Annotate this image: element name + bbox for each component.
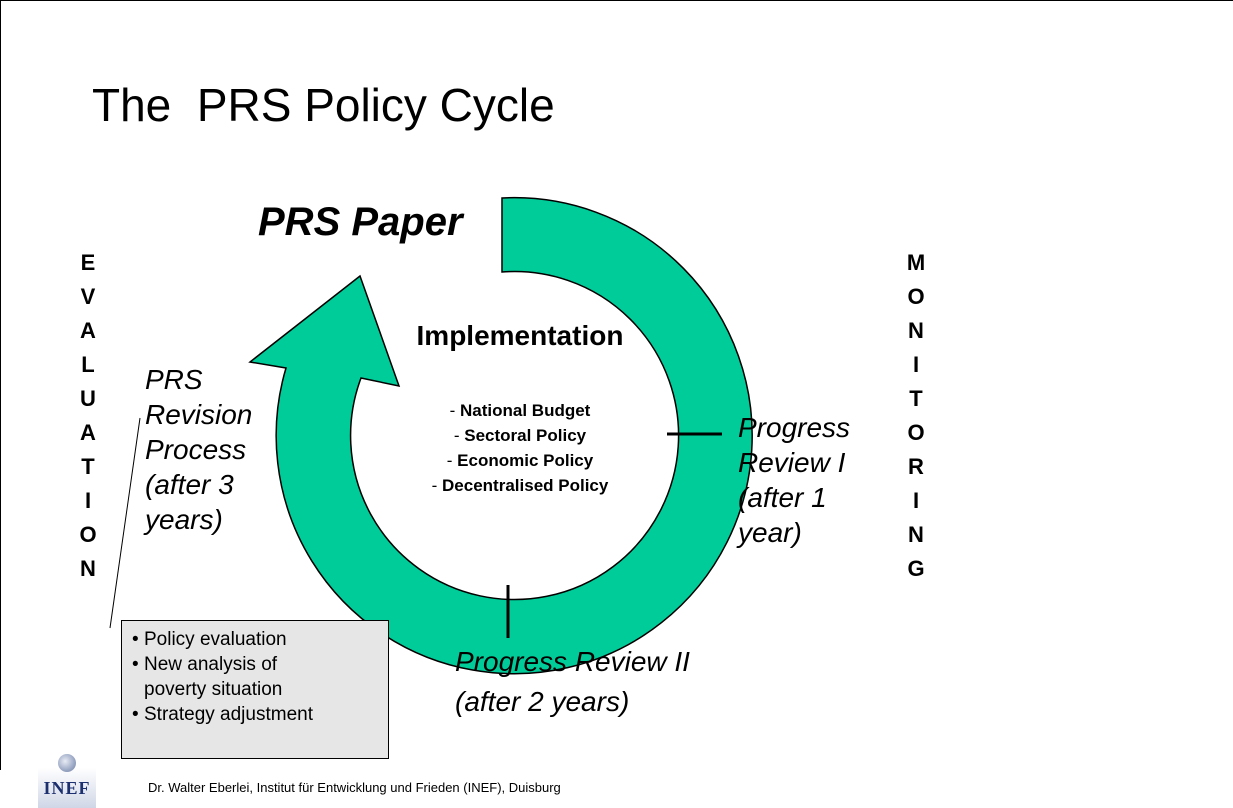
- callout-item: • Policy evaluation: [132, 627, 380, 652]
- bullet: •: [132, 629, 139, 650]
- letter: R: [908, 454, 924, 479]
- letter: E: [80, 250, 96, 275]
- letter: A: [80, 420, 96, 445]
- callout-item: • New analysis of poverty situation: [132, 652, 380, 702]
- prs-paper-label: PRS Paper: [258, 200, 463, 244]
- footer-credit: Dr. Walter Eberlei, Institut für Entwick…: [148, 780, 561, 795]
- implementation-item: - National Budget: [449, 401, 591, 420]
- callout-item: • Strategy adjustment: [132, 702, 380, 727]
- revision-process-label: PRS Revision Process (after 3 years): [145, 364, 253, 535]
- bullet: •: [132, 704, 139, 725]
- letter: M: [906, 250, 926, 275]
- implementation-list: - National Budget - Sectoral Policy - Ec…: [370, 398, 670, 498]
- implementation-item: - Economic Policy: [446, 451, 594, 470]
- implementation-item: - Sectoral Policy: [453, 426, 587, 445]
- callout-item-text: Strategy adjustment: [144, 704, 313, 725]
- letter: O: [79, 522, 97, 547]
- frame-left-border: [0, 0, 1, 770]
- bullet: •: [132, 654, 139, 675]
- slide-title: The PRS Policy Cycle: [92, 79, 555, 131]
- letter: T: [909, 386, 923, 411]
- implementation-heading: Implementation: [416, 320, 624, 351]
- letter: N: [908, 522, 924, 547]
- evaluation-callout-box: • Policy evaluation • New analysis of po…: [121, 620, 389, 759]
- letter: G: [907, 556, 925, 581]
- callout-item-text: New analysis of poverty situation: [144, 654, 283, 700]
- progress-review-2-label: Progress Review II (after 2 years): [455, 646, 690, 717]
- letter: I: [84, 488, 92, 513]
- cycle-ring-arrow: [248, 196, 753, 675]
- frame-top-border: [0, 0, 1233, 1]
- logo-text: INEF: [43, 778, 91, 798]
- letter: I: [912, 488, 920, 513]
- letter: V: [80, 284, 96, 309]
- letter: U: [80, 386, 96, 411]
- letter: N: [908, 318, 924, 343]
- letter: N: [80, 556, 96, 581]
- logo-background: [38, 768, 96, 808]
- inef-logo: INEF: [38, 754, 96, 808]
- evaluation-vertical-label: E V A L U A T I O N: [68, 246, 108, 586]
- implementation-item: - Decentralised Policy: [431, 476, 609, 495]
- monitoring-vertical-label: M O N I T O R I N G: [896, 246, 936, 586]
- letter: O: [907, 284, 925, 309]
- callout-line-revision: [109, 417, 141, 629]
- letter: T: [81, 454, 95, 479]
- callout-item-text: Policy evaluation: [144, 629, 287, 650]
- letter: O: [907, 420, 925, 445]
- letter: I: [912, 352, 920, 377]
- progress-review-1-label: Progress Review I (after 1 year): [738, 412, 851, 548]
- letter: A: [80, 318, 96, 343]
- globe-icon: [58, 754, 76, 772]
- letter: L: [81, 352, 95, 377]
